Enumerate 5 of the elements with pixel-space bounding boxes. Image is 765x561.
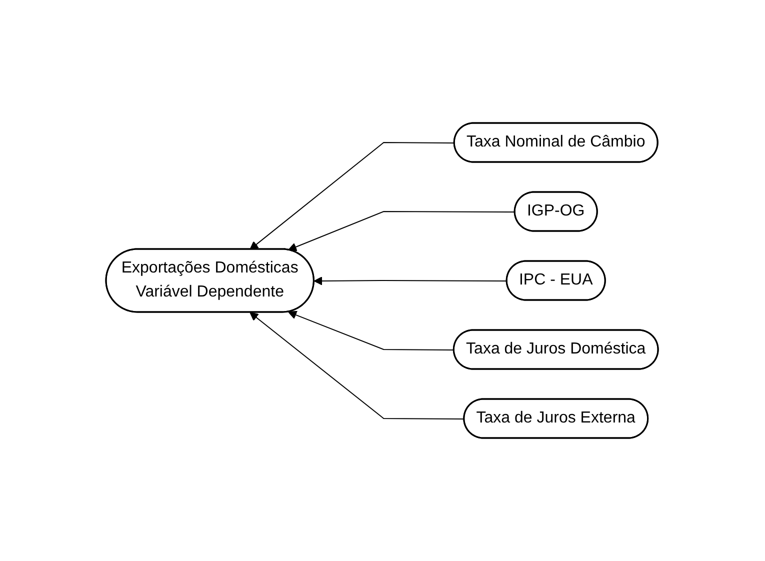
arrow — [288, 211, 516, 252]
arrow — [250, 312, 466, 420]
arrow — [314, 276, 508, 286]
arrow — [250, 142, 456, 250]
arrow — [288, 310, 456, 350]
